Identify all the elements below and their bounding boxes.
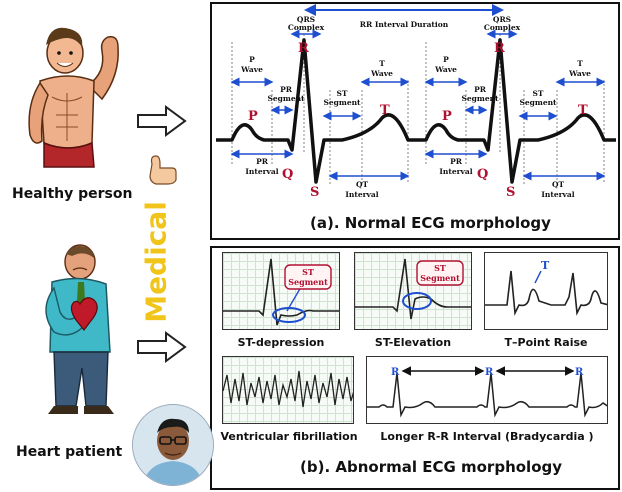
svg-text:T: T	[541, 259, 550, 272]
peak-p-2: P	[442, 109, 452, 124]
ventricular-fibrillation-chart	[222, 356, 354, 424]
medical-watermark: Medical	[139, 201, 173, 323]
avatar	[132, 404, 214, 486]
heart-patient-illustration	[45, 244, 114, 414]
svg-text:ST: ST	[434, 263, 446, 273]
peak-t-1: T	[380, 103, 390, 118]
peak-t-2: T	[578, 103, 588, 118]
normal-ecg-caption: (a). Normal ECG morphology	[310, 214, 551, 232]
heart-patient-label: Heart patient	[16, 444, 123, 460]
st-elevation-label: ST-Elevation	[374, 336, 452, 349]
t-point-raise-label: T–Point Raise	[504, 336, 588, 349]
st-elevation-chart: ST Segment	[354, 252, 472, 330]
rr-interval-label: RR Interval Duration	[360, 20, 449, 29]
svg-text:R: R	[485, 367, 494, 378]
normal-ecg-waveform	[216, 38, 616, 184]
healthy-person-illustration	[28, 27, 119, 168]
svg-text:ST: ST	[302, 267, 314, 277]
svg-text:R: R	[391, 367, 400, 378]
peak-s-1: S	[310, 185, 319, 200]
peak-p-1: P	[248, 109, 258, 124]
st-depression-chart: ST Segment	[222, 252, 340, 330]
healthy-person-label: Healthy person	[12, 186, 133, 202]
bradycardia-label: Longer R-R Interval (Bradycardia )	[380, 430, 594, 443]
arrow-to-normal-icon	[137, 105, 187, 137]
st-depression-label: ST-depression	[237, 336, 325, 349]
svg-text:R: R	[575, 367, 584, 378]
bradycardia-chart: R R R	[366, 356, 608, 424]
arrow-to-abnormal-icon	[137, 331, 187, 363]
svg-text:Segment: Segment	[288, 277, 328, 287]
pointing-hand-icon	[149, 155, 177, 185]
peak-s-2: S	[506, 185, 515, 200]
peak-q-2: Q	[477, 167, 488, 182]
ventricular-fibrillation-label: Ventricular fibrillation	[220, 430, 358, 443]
svg-text:Segment: Segment	[420, 273, 460, 283]
abnormal-ecg-caption: (b). Abnormal ECG morphology	[300, 458, 563, 476]
t-point-raise-chart: T	[484, 252, 608, 330]
peak-r-2: R	[494, 41, 505, 56]
peak-q-1: Q	[282, 167, 293, 182]
peak-r-1: R	[298, 41, 309, 56]
normal-ecg-panel	[210, 2, 620, 240]
